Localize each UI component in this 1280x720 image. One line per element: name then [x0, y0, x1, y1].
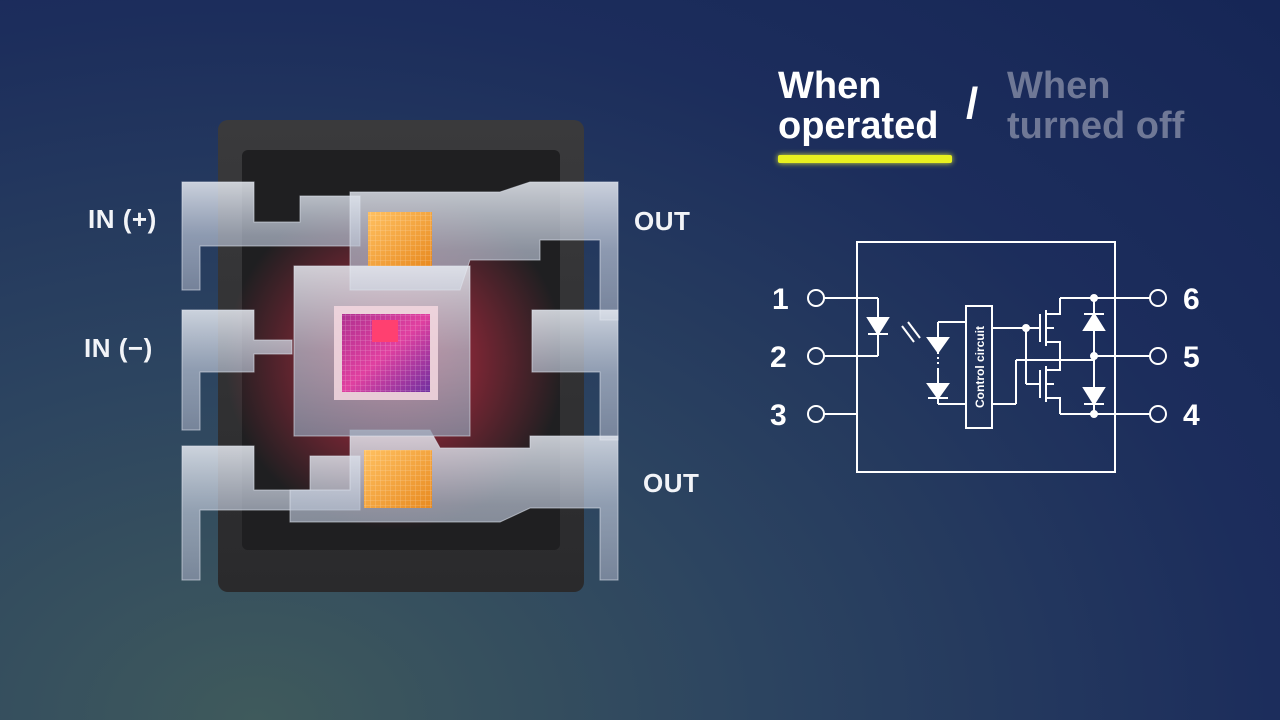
- photodiode-top: [926, 337, 950, 354]
- pin-6-label: 6: [1183, 283, 1200, 316]
- mode-off-title: When turned off: [1007, 66, 1184, 146]
- pin-4-terminal: [1149, 405, 1167, 423]
- mode-separator: /: [966, 79, 979, 128]
- photodiode-bottom: [926, 383, 950, 400]
- pin-2-terminal: [807, 347, 825, 365]
- pin-5-terminal: [1149, 347, 1167, 365]
- mosfet-top-symbol: [1026, 298, 1061, 360]
- in-plus-label: IN (+): [88, 204, 157, 234]
- led-emitter: [372, 320, 398, 342]
- mosfet-chip-bottom-pattern: [364, 450, 432, 508]
- pin-1-terminal: [807, 289, 825, 307]
- mosfet-chip-top-pattern: [368, 212, 432, 266]
- pin-2-label: 2: [770, 341, 787, 374]
- body-diode-bottom: [1082, 387, 1106, 406]
- control-circuit-box: [965, 305, 993, 429]
- control-circuit-label: Control circuit: [973, 326, 987, 408]
- mode-off-line1: When: [1007, 65, 1111, 107]
- active-mode-underline: [778, 155, 952, 163]
- pin-3-terminal: [807, 405, 825, 423]
- lead-in-minus: [181, 309, 293, 431]
- pin-5-label: 5: [1183, 341, 1200, 374]
- pin-6-terminal: [1149, 289, 1167, 307]
- pin-4-label: 4: [1183, 399, 1200, 432]
- input-led-symbol: [866, 317, 890, 336]
- body-diode-top: [1082, 312, 1106, 331]
- mode-operated-line1: When: [778, 65, 882, 107]
- photomos-device-illustration: [181, 120, 619, 592]
- in-minus-label: IN (−): [84, 333, 153, 363]
- mode-operated-line2: operated: [778, 105, 939, 147]
- mode-off-line2: turned off: [1007, 105, 1185, 147]
- mode-operated-title: When operated: [778, 66, 938, 146]
- pin-1-label: 1: [772, 283, 789, 316]
- out-bottom-label: OUT: [643, 468, 700, 498]
- circuit-schematic: Control circuit: [807, 241, 1167, 473]
- out-top-label: OUT: [634, 206, 691, 236]
- light-arrows: [901, 321, 921, 343]
- pin-3-label: 3: [770, 399, 787, 432]
- mosfet-bottom-symbol: [1026, 360, 1061, 414]
